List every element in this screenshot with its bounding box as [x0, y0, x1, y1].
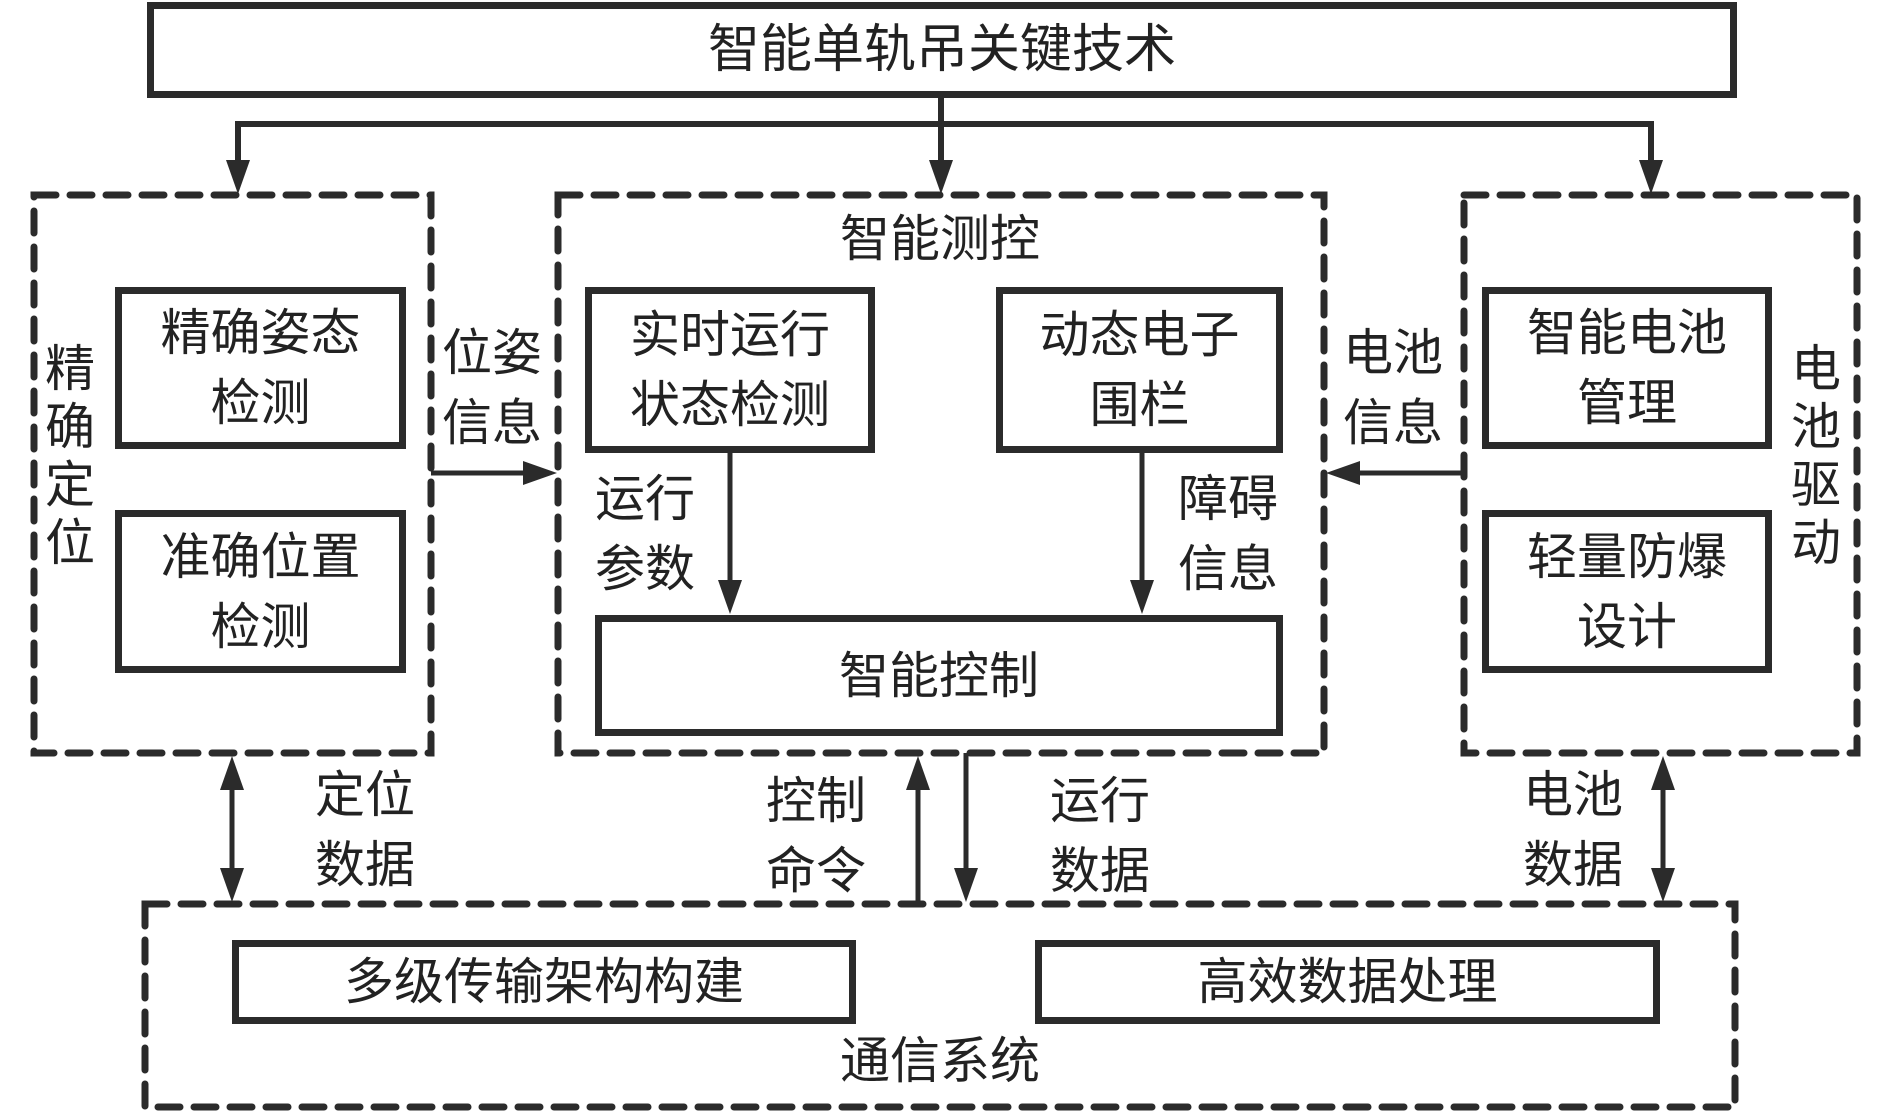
communication-panel-label: 通信系统 — [840, 1032, 1040, 1090]
battery-info-label: 电池 信息 — [1343, 324, 1443, 452]
explosion-proof-box: 轻量防爆 设计 — [1482, 510, 1772, 673]
realtime-status-box: 实时运行 状态检测 — [585, 287, 875, 453]
positioning-panel-label: 精确定位 — [45, 340, 95, 572]
obstacle-arrow-head — [1130, 580, 1154, 614]
attitude-detection-box: 精确姿态 检测 — [115, 287, 406, 449]
branch-line — [235, 121, 1654, 170]
explosion-proof-label: 轻量防爆 设计 — [1527, 527, 1727, 656]
data-processing-box: 高效数据处理 — [1035, 940, 1660, 1024]
multilevel-transmission-label: 多级传输架构构建 — [344, 953, 744, 1011]
key-technology-box: 智能单轨吊关键技术 — [147, 2, 1737, 98]
control-command-arrow-head — [906, 756, 930, 790]
intelligent-control-box: 智能控制 — [595, 615, 1283, 736]
run-data-label: 运行 数据 — [1050, 772, 1150, 900]
pose-info-arrow-head — [523, 461, 557, 485]
control-command-label: 控制 命令 — [766, 772, 866, 900]
electronic-fence-box: 动态电子 围栏 — [996, 287, 1283, 453]
position-data-arrow-head-up — [220, 756, 244, 790]
arrow-to-measurement-head — [929, 160, 953, 194]
positioning-panel-border — [30, 191, 435, 757]
measurement-control-panel-label: 智能测控 — [840, 210, 1040, 268]
battery-data-label: 电池 数据 — [1523, 766, 1623, 894]
run-params-label: 运行 参数 — [595, 470, 695, 598]
key-technology-title: 智能单轨吊关键技术 — [707, 20, 1176, 80]
run-params-arrow-head — [718, 580, 742, 614]
obstacle-info-label: 障碍 信息 — [1178, 470, 1278, 598]
arrow-to-battery-head — [1639, 160, 1663, 194]
battery-drive-panel-label: 电池驱动 — [1791, 340, 1841, 572]
battery-data-arrow-head-down — [1651, 868, 1675, 902]
position-data-arrow-head-down — [220, 868, 244, 902]
intelligent-control-label: 智能控制 — [839, 646, 1039, 705]
attitude-detection-label: 精确姿态 检测 — [160, 304, 361, 432]
position-data-label: 定位 数据 — [315, 766, 415, 894]
position-detection-label: 准确位置 检测 — [160, 527, 361, 656]
pose-info-label: 位姿 信息 — [442, 324, 542, 452]
battery-management-box: 智能电池 管理 — [1482, 287, 1772, 449]
communication-panel-border — [141, 900, 1739, 1111]
multilevel-transmission-box: 多级传输架构构建 — [232, 940, 856, 1024]
realtime-status-label: 实时运行 状态检测 — [630, 306, 830, 434]
arrow-to-positioning-head — [226, 160, 250, 194]
data-processing-label: 高效数据处理 — [1197, 953, 1498, 1011]
battery-data-arrow-head-up — [1651, 756, 1675, 790]
electronic-fence-label: 动态电子 围栏 — [1039, 306, 1240, 434]
measurement-control-panel-border — [554, 191, 1328, 757]
battery-info-arrow-head — [1326, 461, 1360, 485]
position-detection-box: 准确位置 检测 — [115, 510, 406, 673]
run-data-arrow-head — [954, 868, 978, 902]
battery-management-label: 智能电池 管理 — [1527, 304, 1727, 432]
